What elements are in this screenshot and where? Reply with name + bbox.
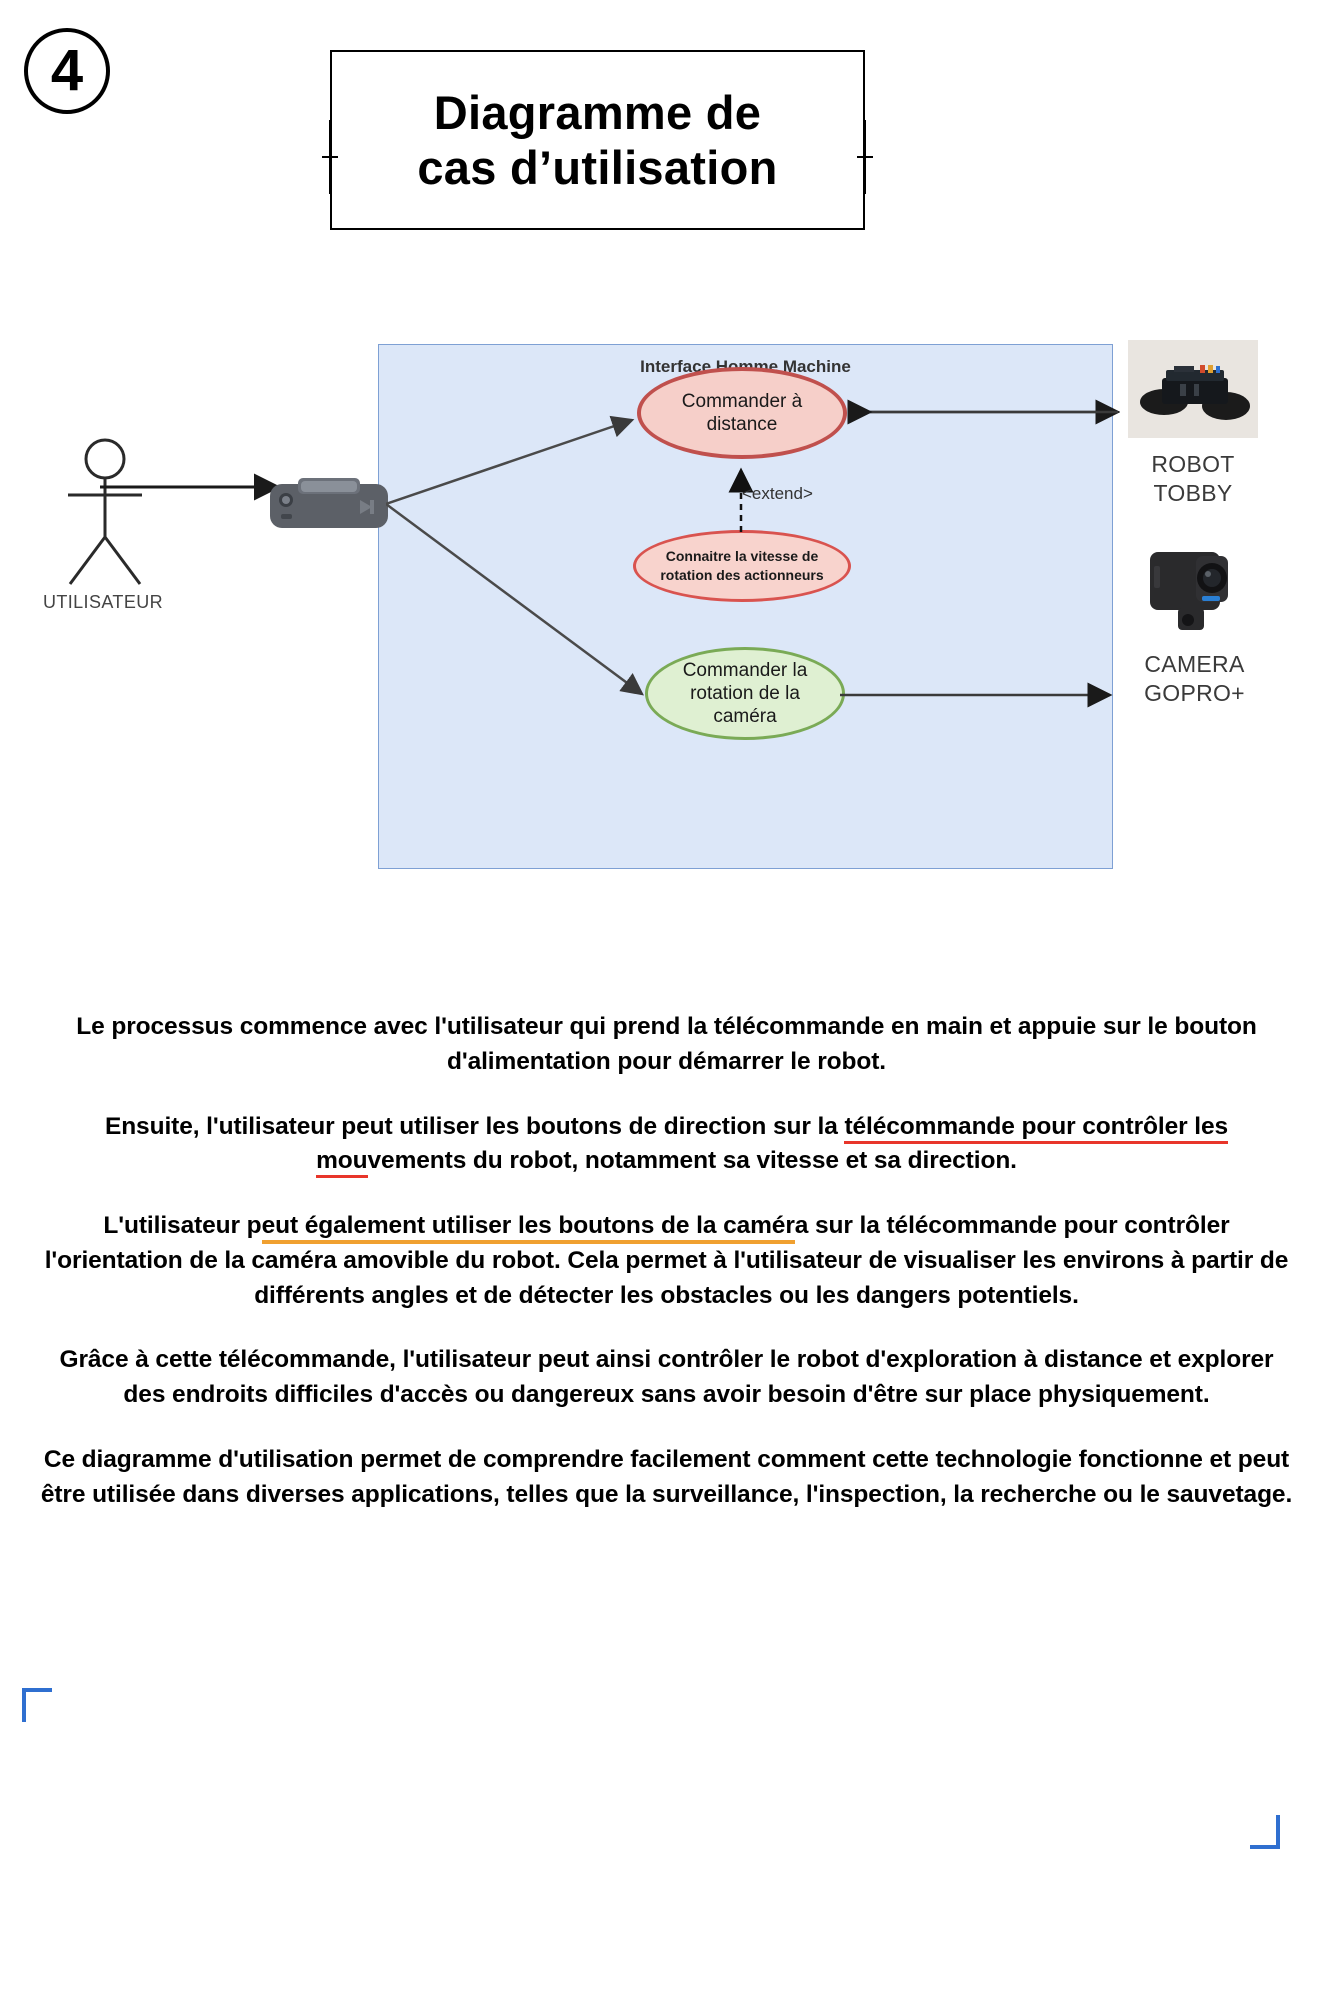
section-number-text: 4 — [50, 38, 84, 103]
use-case-label: Connaitre la vitesse de rotation des act… — [660, 547, 824, 583]
use-case-commander-a-distance[interactable]: Commander à distance — [637, 367, 847, 459]
extend-relationship-label: <extend> — [742, 484, 813, 503]
highlight-bracket-top-left — [22, 1688, 52, 1722]
paragraph-3-run-1: L'utilisateur p — [103, 1212, 262, 1240]
stick-figure-actor-icon — [68, 438, 142, 585]
paragraph-2-run-1: Ensuite, l'utilisateur peut utiliser les… — [104, 1112, 845, 1140]
gamepad-remote-control-icon — [270, 478, 388, 528]
paragraph-5: Ce diagramme d'utilisation permet de com… — [0, 1443, 1333, 1513]
use-case-connaitre-vitesse[interactable]: Connaitre la vitesse de rotation des act… — [633, 530, 851, 602]
paragraph-3-underlined-orange: eut également utiliser les boutons de la… — [261, 1212, 795, 1245]
paragraph-2: Ensuite, l'utilisateur peut utiliser les… — [0, 1110, 1333, 1180]
arrow-robot-to-usecase-line — [847, 399, 1118, 425]
description-text-block: Le processus commence avec l'utilisateur… — [0, 1010, 1333, 1513]
page-title-line-1: Diagramme de — [433, 85, 762, 139]
paragraph-4-run-1: Grâce à cette télécommande, l'utilisateu… — [59, 1346, 1274, 1409]
action-camera-photo — [1150, 552, 1228, 630]
paragraph-1: Le processus commence avec l'utilisateur… — [0, 1010, 1333, 1080]
page-title-line-2: cas d’utilisation — [417, 141, 778, 194]
use-case-label: Commander la rotation de la caméra — [682, 659, 808, 728]
paragraph-1-run-1: Le processus commence avec l'utilisateur… — [76, 1013, 1257, 1075]
paragraph-2-underlined-red: télécommande pour contrôler les mou — [316, 1112, 1228, 1179]
paragraph-3: L'utilisateur peut également utiliser le… — [0, 1209, 1333, 1313]
paragraph-3-run-3: a sur la télécommande pour contrôler l'o… — [44, 1212, 1289, 1309]
use-case-commander-rotation-camera[interactable]: Commander la rotation de la caméra — [645, 647, 845, 740]
paragraph-4: Grâce à cette télécommande, l'utilisateu… — [0, 1343, 1333, 1413]
page-title-box: Diagramme de cas d’utilisation — [330, 50, 865, 230]
actor-label: UTILISATEUR — [42, 592, 164, 612]
robot-device-label: ROBOT TOBBY — [1151, 451, 1235, 506]
paragraph-2-run-3: vements du robot, notamment sa vitesse e… — [367, 1147, 1017, 1175]
highlight-bracket-bottom-right — [1250, 1815, 1280, 1849]
paragraph-5-run-1: Ce diagramme d'utilisation permet de com… — [40, 1446, 1293, 1508]
use-case-label: Commander à distance — [681, 390, 803, 435]
arrow-actor-to-remote — [100, 473, 281, 501]
use-case-diagram: Interface Homme Machine UTILISATEUR — [0, 262, 1333, 869]
section-number-badge: 4 — [24, 28, 110, 114]
arrow-usecase-to-camera — [840, 682, 1113, 708]
association-lines-remote-to-usecases — [386, 415, 645, 696]
tracked-robot-photo — [1128, 340, 1258, 438]
camera-device-label: CAMERA GOPRO+ — [1144, 651, 1245, 706]
